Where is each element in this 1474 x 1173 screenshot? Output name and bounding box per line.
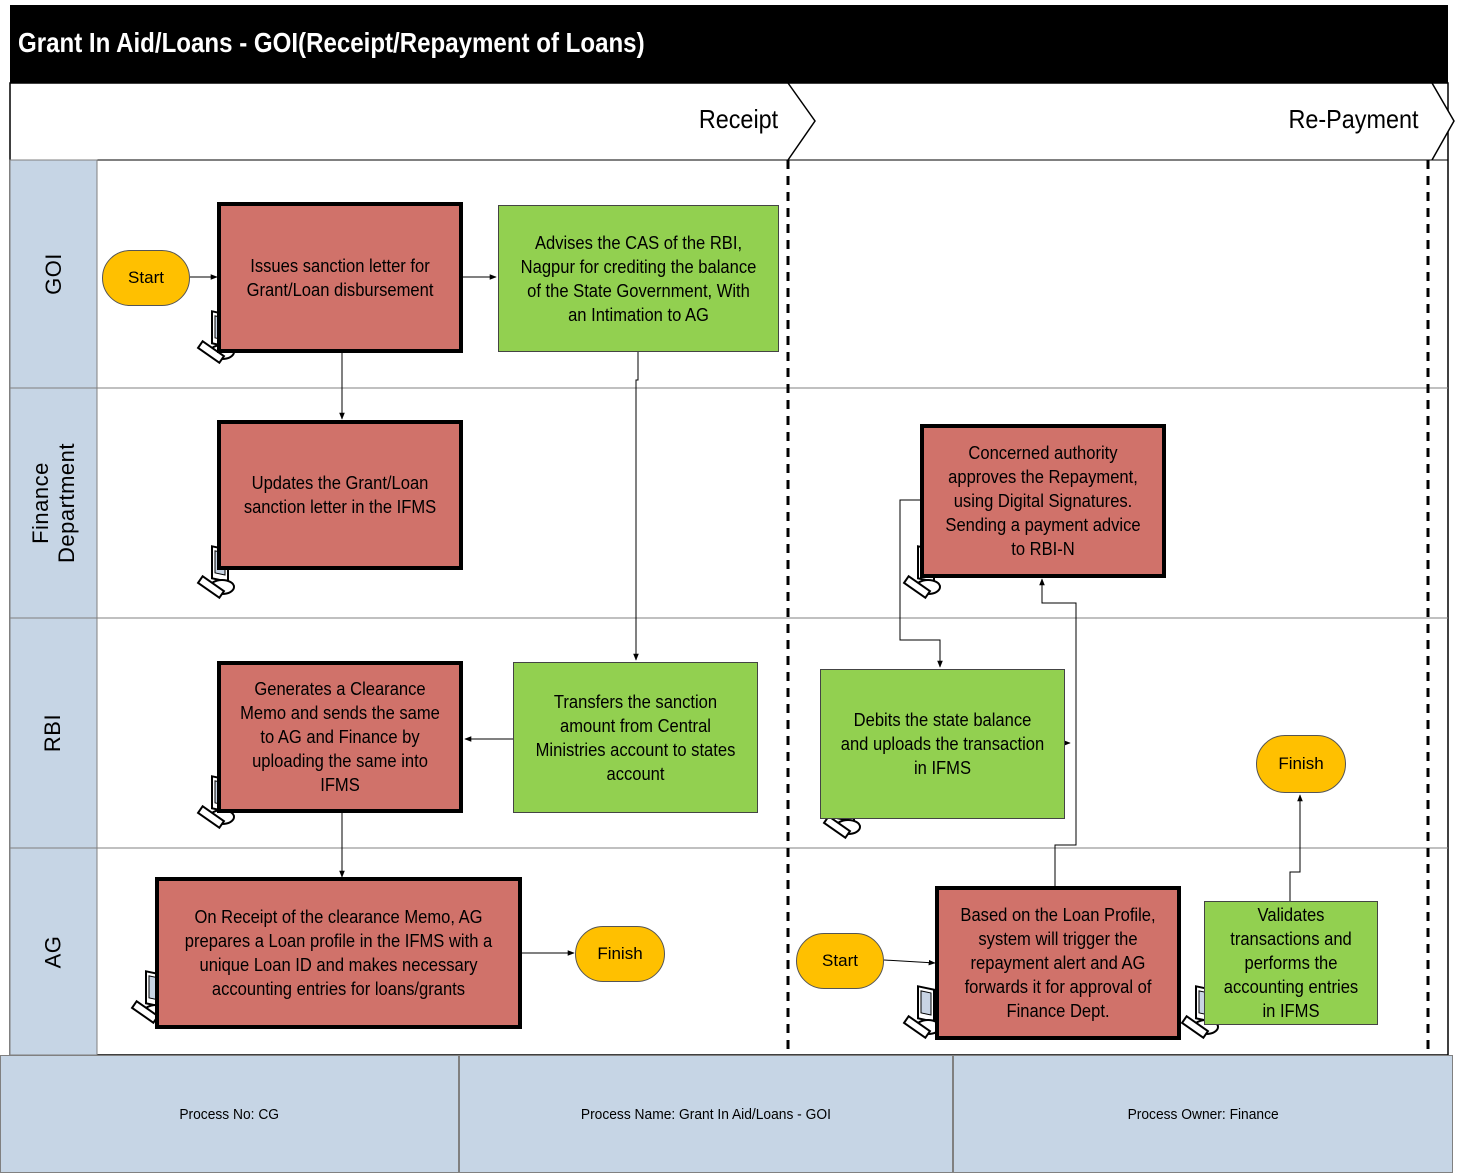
process-name-cell: Process Name: Grant In Aid/Loans - GOI (459, 1055, 953, 1173)
advises-cas-task: Advises the CAS of the RBI, Nagpur for c… (498, 205, 779, 352)
process-owner-cell: Process Owner: Finance (953, 1055, 1453, 1173)
lane-header-ag (9, 847, 98, 1056)
phase-chevron-repayment (1431, 82, 1455, 161)
debits-balance-task: Debits the state balance and uploads the… (820, 669, 1065, 819)
loan-profile-task: Based on the Loan Profile, system will t… (935, 886, 1181, 1040)
approves-repayment-task: Concerned authority approves the Repayme… (920, 424, 1166, 578)
phase-label-repayment: Re-Payment (1287, 104, 1418, 134)
updates-grant-task: Updates the Grant/Loan sanction letter i… (217, 420, 463, 570)
on-receipt-task: On Receipt of the clearance Memo, AG pre… (155, 877, 522, 1029)
title-bar: Grant In Aid/Loans - GOI(Receipt/Repayme… (10, 5, 1448, 83)
generates-memo-task: Generates a Clearance Memo and sends the… (217, 661, 463, 813)
lane-header-rbi (9, 617, 98, 849)
lane-header-finance (9, 387, 98, 619)
finish-terminator: Finish (575, 926, 665, 982)
finish-terminator: Finish (1256, 735, 1346, 793)
start-terminator: Start (102, 250, 190, 306)
start-terminator: Start (796, 933, 884, 989)
lane-label-rbi: RBI (40, 713, 66, 753)
validates-task: Validates transactions and performs the … (1204, 901, 1378, 1025)
transfers-amount-task: Transfers the sanction amount from Centr… (513, 662, 758, 813)
lane-label-finance: Finance Department (27, 443, 79, 563)
phase-chevron-receipt (787, 82, 816, 161)
phase-label-receipt: Receipt (698, 104, 778, 134)
issues-sanction-task: Issues sanction letter for Grant/Loan di… (217, 202, 463, 353)
process-number-cell: Process No: CG (0, 1055, 459, 1173)
diagram-title: Grant In Aid/Loans - GOI(Receipt/Repayme… (18, 27, 645, 58)
lane-label-goi: GOI (40, 253, 66, 295)
lane-label-ag: AG (40, 935, 66, 968)
